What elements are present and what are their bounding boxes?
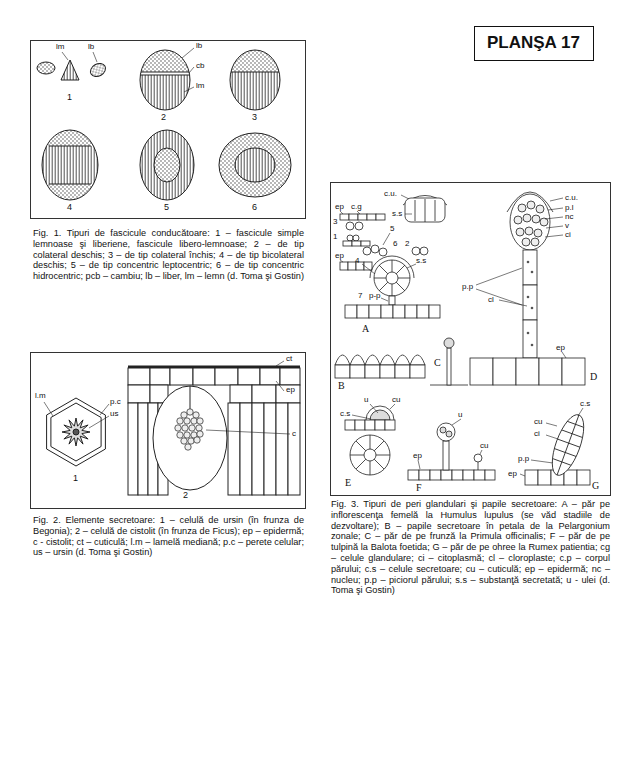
figure-number: 3 xyxy=(252,113,257,122)
callout-label: nc xyxy=(565,213,573,221)
callout-label: ep xyxy=(556,344,565,352)
callout-label: ep xyxy=(335,203,344,211)
callout-label: ep xyxy=(286,386,295,394)
callout-label: cu xyxy=(534,418,542,426)
figure-number: 1 xyxy=(73,474,78,483)
figure-number: 1 xyxy=(67,93,72,102)
panel-letter: C xyxy=(434,358,441,368)
callout-label: 1 xyxy=(333,233,337,241)
panel-letter: A xyxy=(362,324,369,334)
callout-label: 4 xyxy=(355,257,359,265)
callout-label: s.s xyxy=(416,257,426,265)
callout-label: ep xyxy=(413,452,422,460)
callout-label: us xyxy=(110,410,118,418)
callout-label: lb xyxy=(88,43,94,51)
callout-label: c.s xyxy=(580,400,590,408)
callout-label: 6 xyxy=(393,240,397,248)
callout-label: p.p xyxy=(518,455,529,463)
plate-title-box: PLANŞA 17 xyxy=(474,26,594,61)
callout-label: s.s xyxy=(392,210,402,218)
callout-label: p.l xyxy=(565,204,573,212)
panel-letter: E xyxy=(345,478,351,488)
figure-caption: Fig. 1. Tipuri de fascicule conducătoare… xyxy=(33,228,304,282)
callout-label: c.u. xyxy=(384,190,397,198)
figure-number: 5 xyxy=(164,203,169,212)
glandular-hairs xyxy=(335,192,590,485)
vascular-bundles xyxy=(37,48,291,204)
panel-letter: F xyxy=(416,483,422,493)
callout-label: ep xyxy=(508,470,517,478)
callout-label: ep xyxy=(335,252,344,260)
panel-letter: G xyxy=(592,481,599,491)
leader-lines xyxy=(44,361,290,434)
figure-number: 2 xyxy=(183,491,188,500)
callout-label: 3 xyxy=(333,218,337,226)
figure-caption: Fig. 2. Elemente secretoare: 1 – celulă … xyxy=(33,515,304,558)
callout-label: c.g xyxy=(351,203,362,211)
callout-label: p-p xyxy=(369,292,381,300)
callout-label: 5 xyxy=(390,225,394,233)
callout-label: 7 xyxy=(358,292,362,300)
callout-label: u xyxy=(458,411,462,419)
callout-label: cu xyxy=(392,396,400,404)
callout-label: cu xyxy=(480,442,488,450)
callout-label: ci xyxy=(534,430,540,438)
callout-label: p.c xyxy=(110,398,121,406)
callout-label: c.s xyxy=(340,410,350,418)
callout-label: p.p xyxy=(462,283,473,291)
figure-number: 2 xyxy=(161,113,166,122)
leader-lines xyxy=(340,195,583,476)
figure-caption: Fig. 3. Tipuri de peri glandulari şi pap… xyxy=(331,499,610,596)
figure-number: 6 xyxy=(252,203,257,212)
callout-label: c xyxy=(292,430,296,438)
plate-title: PLANŞA 17 xyxy=(487,33,580,53)
callout-label: 2 xyxy=(405,240,409,248)
callout-label: l.m xyxy=(35,392,46,400)
callout-label: lm xyxy=(56,43,64,51)
panel-frames xyxy=(31,41,611,509)
callout-label: cl xyxy=(488,296,494,304)
panel-letter: B xyxy=(338,381,345,391)
callout-label: ct xyxy=(286,355,292,363)
callout-label: lm xyxy=(196,82,204,90)
callout-label: u xyxy=(364,396,368,404)
callout-label: c.u. xyxy=(565,194,578,202)
secretory-cells xyxy=(47,367,300,495)
leader-lines xyxy=(62,48,194,92)
callout-label: v xyxy=(565,222,569,230)
panel-letter: D xyxy=(590,372,597,382)
callout-label: ci xyxy=(565,231,571,239)
callout-label: cb xyxy=(196,62,204,70)
figure-number: 4 xyxy=(67,203,72,212)
callout-label: lb xyxy=(196,42,202,50)
